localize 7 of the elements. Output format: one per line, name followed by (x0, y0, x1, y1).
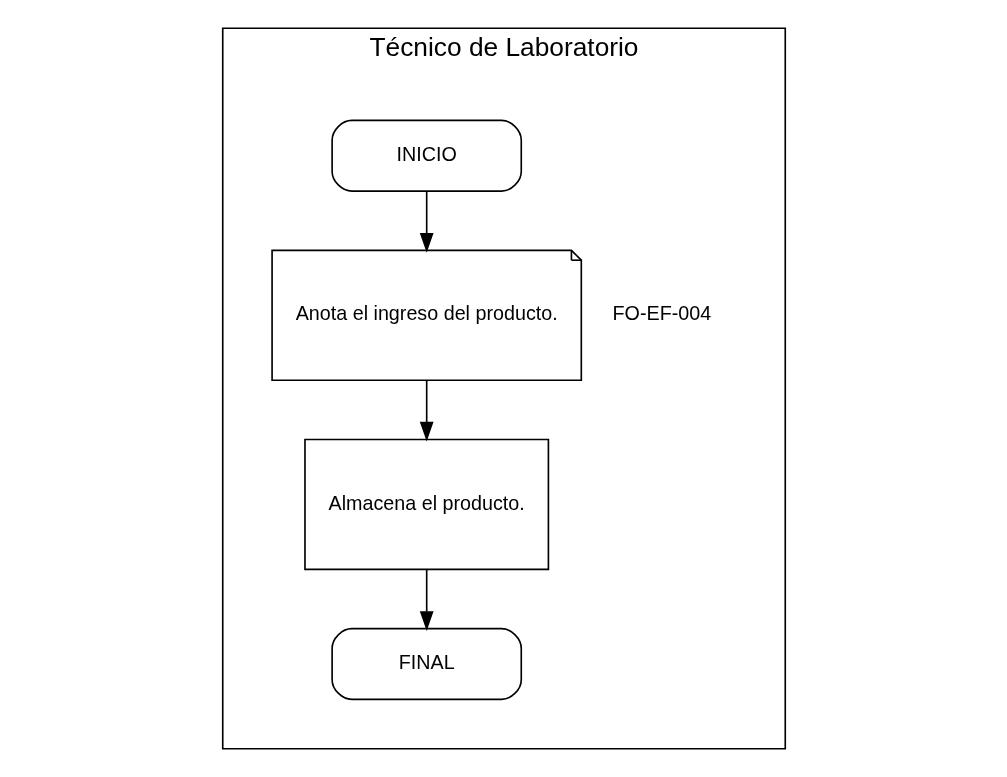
node-box: Almacena el producto. (303, 438, 549, 571)
node-box: INICIO (330, 119, 522, 192)
node-box: FINAL (330, 627, 522, 701)
arrow (419, 190, 434, 253)
arrow (419, 568, 434, 631)
node-label: FO-EF-004 (612, 302, 711, 325)
arrow (419, 379, 434, 442)
